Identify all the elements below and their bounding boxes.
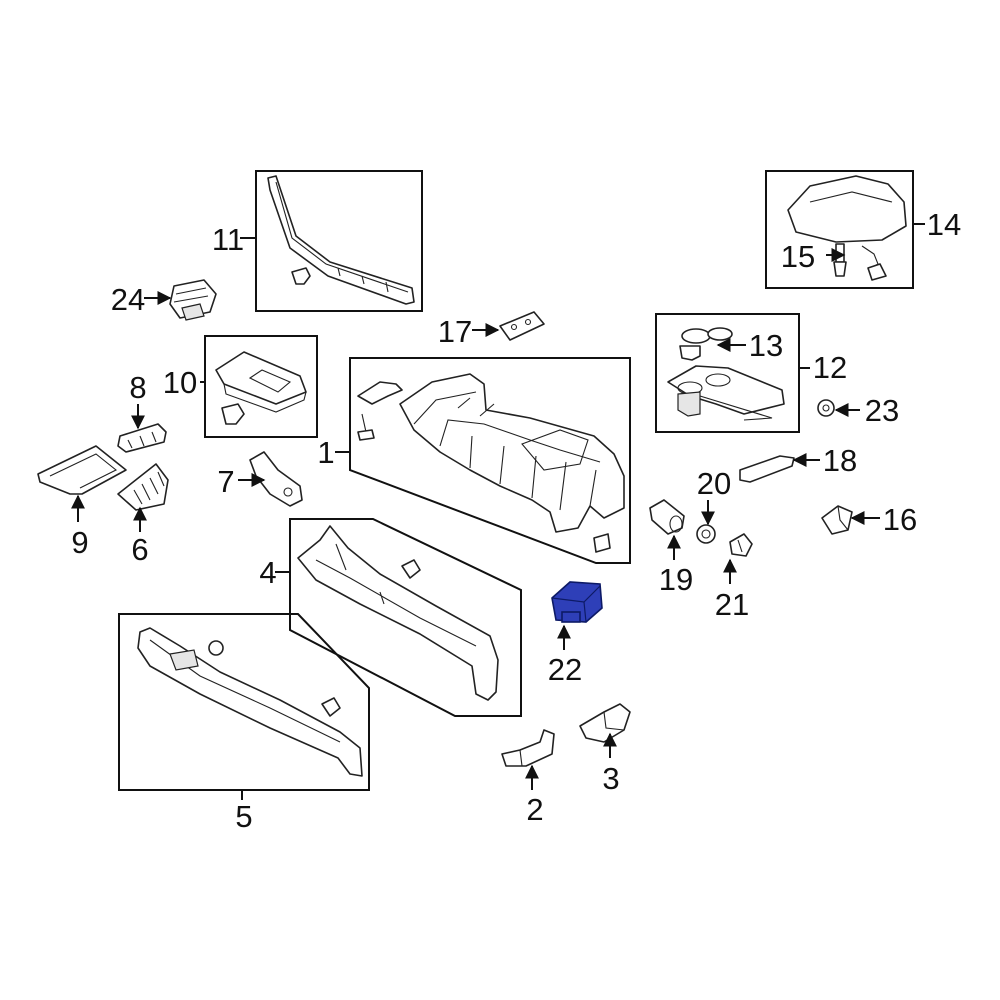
callout-10: 10 — [163, 365, 197, 400]
part-2-bracket — [501, 729, 555, 767]
part-20-bushing — [696, 524, 716, 544]
callout-8: 8 — [129, 370, 146, 405]
callout-19: 19 — [659, 562, 693, 597]
part-4-console-side-trim — [297, 525, 499, 701]
callout-11: 11 — [212, 222, 244, 257]
callout-18: 18 — [823, 443, 857, 478]
callout-7: 7 — [217, 464, 234, 499]
callout-15: 15 — [781, 239, 815, 274]
part-11-console-trim-strip — [267, 175, 415, 305]
part-1-console-body — [357, 373, 625, 553]
callout-14: 14 — [927, 207, 961, 242]
frame-4 — [289, 518, 522, 717]
part-5-lower-trim — [137, 627, 363, 777]
callout-21: 21 — [715, 587, 749, 622]
frame-5 — [118, 613, 370, 791]
part-22-module-highlighted — [551, 581, 603, 623]
callout-4: 4 — [259, 555, 276, 590]
part-16-clip — [821, 505, 853, 535]
frame-11 — [255, 170, 423, 312]
callout-13: 13 — [749, 328, 783, 363]
leader-lines — [71, 223, 925, 800]
callout-16: 16 — [883, 502, 917, 537]
part-15-bolt — [833, 243, 847, 277]
part-21-cap — [729, 533, 753, 557]
callout-9: 9 — [71, 525, 88, 560]
callout-6: 6 — [131, 532, 148, 567]
part-12-cup-holder — [667, 365, 785, 421]
callout-17: 17 — [438, 314, 472, 349]
frame-10 — [204, 335, 318, 438]
part-8-clip-bracket — [117, 423, 167, 453]
part-9-side-panel — [37, 445, 127, 495]
callout-3: 3 — [602, 761, 619, 796]
callout-24: 24 — [111, 282, 145, 317]
callout-2: 2 — [526, 792, 543, 827]
part-3-bracket — [579, 703, 631, 743]
part-24-switch — [169, 279, 217, 321]
callout-20: 20 — [697, 466, 731, 501]
part-14-armrest-lid — [787, 175, 907, 281]
callout-22: 22 — [548, 652, 582, 687]
callout-23: 23 — [865, 393, 899, 428]
callout-5: 5 — [235, 799, 252, 834]
callout-labels: 1 2 3 4 5 6 7 8 9 10 11 12 13 14 15 16 1… — [71, 207, 961, 834]
callout-12: 12 — [813, 350, 847, 385]
frame-14 — [765, 170, 914, 289]
callout-1: 1 — [317, 435, 334, 470]
part-10-shifter-bezel — [215, 351, 307, 425]
part-23-washer — [817, 399, 835, 417]
part-17-plate — [499, 311, 545, 341]
part-13-cup-insert — [679, 327, 733, 361]
part-18-strip — [739, 455, 795, 483]
part-19-socket — [649, 499, 685, 535]
frame-12 — [655, 313, 800, 433]
